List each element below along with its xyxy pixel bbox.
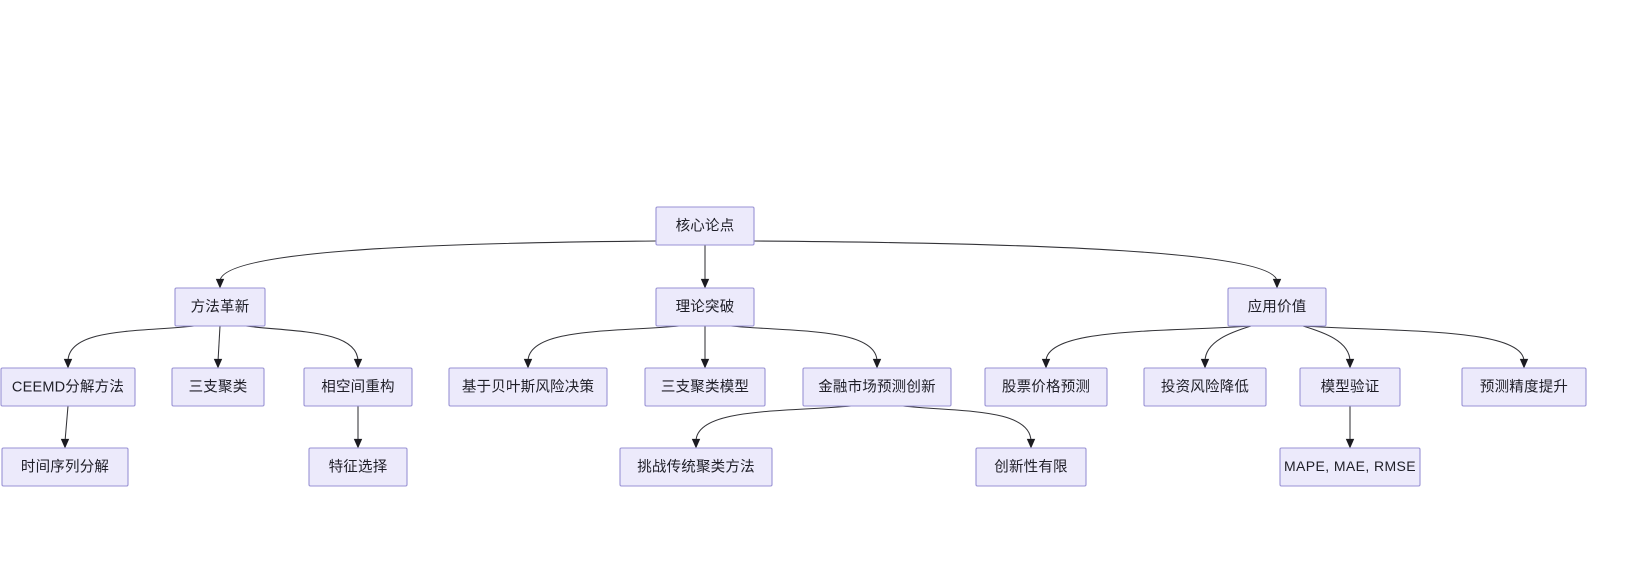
arrowhead-n1-to-n4	[63, 358, 73, 369]
node-box[interactable]	[448, 367, 608, 407]
node-label: 金融市场预测创新	[818, 378, 936, 395]
node-投资风险降低[interactable]: 投资风险降低	[1143, 367, 1267, 407]
arrowhead-n3-to-n11	[1200, 358, 1210, 369]
node-label: 股票价格预测	[1002, 378, 1090, 395]
edge-n3-to-n12	[1302, 325, 1351, 362]
node-基于贝叶斯风险决策[interactable]: 基于贝叶斯风险决策	[448, 367, 608, 407]
arrowhead-n6-to-n15	[353, 438, 363, 449]
node-label: 时间序列分解	[21, 458, 109, 475]
node-模型验证[interactable]: 模型验证	[1299, 367, 1401, 407]
edge-n3-to-n10	[1045, 325, 1252, 362]
arrowhead-n1-to-n6	[353, 358, 363, 369]
edge-n9-to-n16	[695, 405, 852, 442]
arrowhead-n0-to-n1	[215, 278, 225, 289]
node-应用价值[interactable]: 应用价值	[1227, 287, 1327, 327]
arrowhead-n9-to-n17	[1026, 438, 1036, 449]
node-ceemd分解方法[interactable]: CEEMD分解方法	[0, 367, 136, 407]
node-金融市场预测创新[interactable]: 金融市场预测创新	[802, 367, 952, 407]
node-box[interactable]	[303, 367, 413, 407]
node-三支聚类模型[interactable]: 三支聚类模型	[644, 367, 766, 407]
edge-n2-to-n7	[527, 325, 680, 362]
node-理论突破[interactable]: 理论突破	[655, 287, 755, 327]
arrowhead-n2-to-n9	[872, 358, 882, 369]
node-box[interactable]	[1299, 367, 1401, 407]
node-label: 创新性有限	[994, 458, 1068, 475]
arrowhead-n3-to-n13	[1519, 358, 1529, 369]
node-box[interactable]	[171, 367, 265, 407]
edges-layer	[60, 240, 1529, 449]
node-box[interactable]	[1227, 287, 1327, 327]
edge-n1-to-n5	[217, 325, 221, 362]
node-box[interactable]	[644, 367, 766, 407]
node-label: MAPE, MAE, RMSE	[1284, 458, 1416, 474]
arrowhead-n12-to-n18	[1345, 438, 1355, 449]
node-box[interactable]	[984, 367, 1108, 407]
node-box[interactable]	[0, 367, 136, 407]
node-label: 三支聚类模型	[661, 378, 749, 395]
node-label: 基于贝叶斯风险决策	[462, 378, 595, 395]
arrowhead-n3-to-n12	[1345, 358, 1355, 369]
node-相空间重构[interactable]: 相空间重构	[303, 367, 413, 407]
node-box[interactable]	[1143, 367, 1267, 407]
node-核心论点[interactable]: 核心论点	[655, 206, 755, 246]
node-预测精度提升[interactable]: 预测精度提升	[1461, 367, 1587, 407]
node-label: 投资风险降低	[1161, 378, 1249, 395]
node-时间序列分解[interactable]: 时间序列分解	[1, 447, 129, 487]
node-box[interactable]	[655, 287, 755, 327]
node-box[interactable]	[308, 447, 408, 487]
node-label: 三支聚类	[189, 378, 248, 395]
edge-n3-to-n11	[1204, 325, 1252, 362]
node-label: 理论突破	[676, 298, 735, 315]
arrowhead-n0-to-n2	[700, 278, 710, 289]
node-box[interactable]	[655, 206, 755, 246]
node-box[interactable]	[1461, 367, 1587, 407]
node-创新性有限[interactable]: 创新性有限	[975, 447, 1087, 487]
node-box[interactable]	[1, 447, 129, 487]
node-方法革新[interactable]: 方法革新	[174, 287, 266, 327]
node-label: 方法革新	[191, 298, 250, 315]
arrowhead-n1-to-n5	[213, 358, 223, 369]
node-挑战传统聚类方法[interactable]: 挑战传统聚类方法	[619, 447, 773, 487]
edge-n4-to-n14	[64, 405, 69, 442]
arrowhead-n9-to-n16	[691, 438, 701, 449]
node-box[interactable]	[174, 287, 266, 327]
edge-n3-to-n13	[1302, 325, 1525, 362]
arrowhead-n3-to-n10	[1041, 358, 1051, 369]
node-label: 核心论点	[676, 217, 735, 234]
edge-n2-to-n9	[730, 325, 878, 362]
node-mape-mae-rmse[interactable]: MAPE, MAE, RMSE	[1279, 447, 1421, 487]
arrowhead-n0-to-n3	[1272, 278, 1282, 289]
node-label: 特征选择	[329, 458, 388, 475]
node-box[interactable]	[975, 447, 1087, 487]
node-label: 相空间重构	[321, 378, 395, 395]
node-三支聚类[interactable]: 三支聚类	[171, 367, 265, 407]
node-box[interactable]	[619, 447, 773, 487]
edge-n1-to-n6	[245, 325, 359, 362]
node-box[interactable]	[802, 367, 952, 407]
node-label: 挑战传统聚类方法	[637, 458, 755, 475]
arrowhead-n2-to-n8	[700, 358, 710, 369]
edge-n1-to-n4	[67, 325, 195, 362]
node-label: 预测精度提升	[1480, 378, 1568, 395]
edge-n0-to-n3	[753, 240, 1278, 282]
arrowhead-n2-to-n7	[523, 358, 533, 369]
node-label: CEEMD分解方法	[12, 378, 124, 395]
node-box[interactable]	[1279, 447, 1421, 487]
arrowhead-n4-to-n14	[60, 438, 70, 449]
node-label: 模型验证	[1321, 378, 1380, 395]
edge-n9-to-n17	[902, 405, 1032, 442]
node-股票价格预测[interactable]: 股票价格预测	[984, 367, 1108, 407]
edge-n0-to-n1	[219, 240, 657, 282]
node-label: 应用价值	[1248, 297, 1307, 315]
node-特征选择[interactable]: 特征选择	[308, 447, 408, 487]
